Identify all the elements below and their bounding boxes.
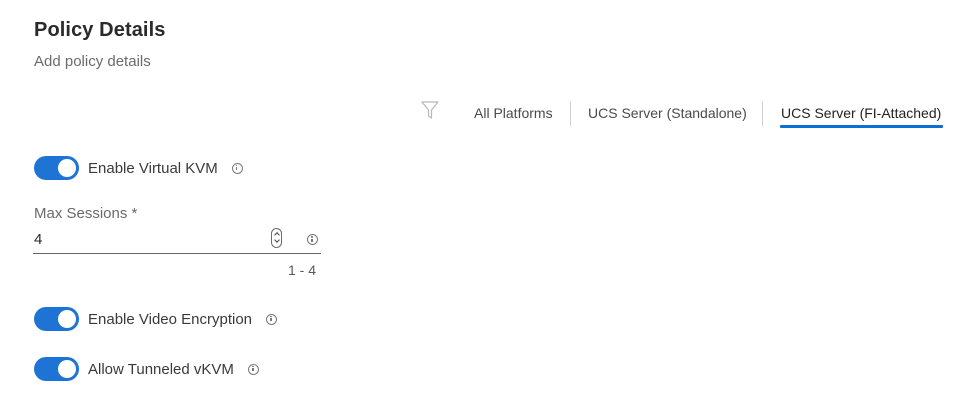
max-sessions-label: Max Sessions * — [34, 205, 138, 222]
allow-tunneled-vkvm-label: Allow Tunneled vKVM — [88, 360, 234, 378]
enable-virtual-kvm-label: Enable Virtual KVM — [88, 159, 218, 177]
page-title: Policy Details — [34, 19, 166, 41]
enable-video-encryption-row: Enable Video Encryption — [34, 307, 278, 331]
enable-video-encryption-toggle[interactable] — [34, 307, 79, 331]
allow-tunneled-vkvm-row: Allow Tunneled vKVM — [34, 357, 259, 381]
page-subtitle: Add policy details — [34, 53, 151, 70]
max-sessions-input[interactable] — [34, 231, 234, 248]
tab-all-platforms[interactable]: All Platforms — [474, 105, 553, 121]
tab-divider — [570, 101, 571, 126]
tab-ucs-server-standalone[interactable]: UCS Server (Standalone) — [588, 105, 747, 121]
max-sessions-stepper[interactable] — [271, 228, 282, 248]
info-icon[interactable] — [231, 162, 243, 174]
info-icon[interactable] — [247, 363, 259, 375]
toggle-knob — [58, 360, 76, 378]
filter-icon[interactable] — [420, 100, 440, 120]
max-sessions-range-hint: 1 - 4 — [288, 262, 317, 278]
allow-tunneled-vkvm-toggle[interactable] — [34, 357, 79, 381]
enable-virtual-kvm-row: Enable Virtual KVM — [34, 156, 243, 180]
tab-divider — [762, 101, 763, 126]
max-sessions-field — [33, 226, 321, 254]
toggle-knob — [58, 159, 76, 177]
enable-virtual-kvm-toggle[interactable] — [34, 156, 79, 180]
info-icon[interactable] — [266, 313, 278, 325]
active-tab-indicator — [780, 125, 943, 128]
info-icon[interactable] — [307, 234, 318, 245]
tab-ucs-server-fi-attached[interactable]: UCS Server (FI-Attached) — [781, 105, 942, 121]
chevron-down-icon[interactable] — [273, 237, 280, 243]
toggle-knob — [58, 310, 76, 328]
enable-video-encryption-label: Enable Video Encryption — [88, 310, 253, 328]
